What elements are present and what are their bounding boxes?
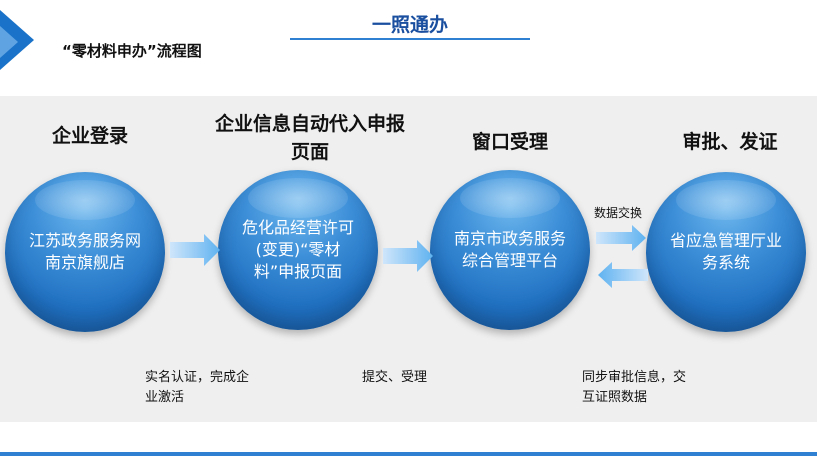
stage-circle-login: 江苏政务服务网南京旗舰店 bbox=[5, 172, 165, 332]
note-stage1: 实名认证，完成企业激活 bbox=[145, 370, 250, 405]
arrow-right-icon bbox=[383, 240, 433, 272]
stage-circle-autofill: 危化品经营许可(变更)“零材料”申报页面 bbox=[218, 170, 378, 330]
page-subtitle: “零材料申办”流程图 bbox=[62, 42, 202, 60]
circle-highlight bbox=[35, 180, 135, 220]
stage-circle-autofill-text: 危化品经营许可(变更)“零材料”申报页面 bbox=[241, 218, 354, 281]
stage-circle-login-text: 江苏政务服务网南京旗舰店 bbox=[28, 231, 141, 272]
arrow-left-icon bbox=[598, 262, 648, 288]
circle-highlight bbox=[248, 178, 348, 218]
stage-title-autofill: 企业信息自动代入申报页面 bbox=[214, 113, 405, 163]
circle-highlight bbox=[676, 180, 776, 220]
corner-decoration-light bbox=[0, 26, 18, 58]
arrow-right-icon bbox=[170, 234, 220, 266]
stage-title-window: 窗口受理 bbox=[471, 131, 548, 153]
note-stage2: 提交、受理 bbox=[362, 370, 428, 385]
stage-circle-window-text: 南京市政务服务综合管理平台 bbox=[453, 229, 566, 270]
stage-title-login: 企业登录 bbox=[51, 125, 128, 147]
note-stage3: 同步审批信息，交互证照数据 bbox=[582, 370, 687, 405]
stage-title-approve: 审批、发证 bbox=[682, 131, 778, 153]
stage-circle-approve: 省应急管理厅业务系统 bbox=[646, 172, 806, 332]
page-title: 一照通办 bbox=[371, 14, 448, 36]
stage-circle-window: 南京市政务服务综合管理平台 bbox=[430, 170, 590, 330]
title-underline bbox=[290, 38, 530, 40]
stage-circle-approve-text: 省应急管理厅业务系统 bbox=[669, 231, 782, 272]
circle-highlight bbox=[460, 178, 560, 218]
data-exchange-label: 数据交换 bbox=[594, 206, 643, 220]
bottom-divider bbox=[0, 452, 817, 456]
arrow-right-icon bbox=[596, 225, 646, 251]
